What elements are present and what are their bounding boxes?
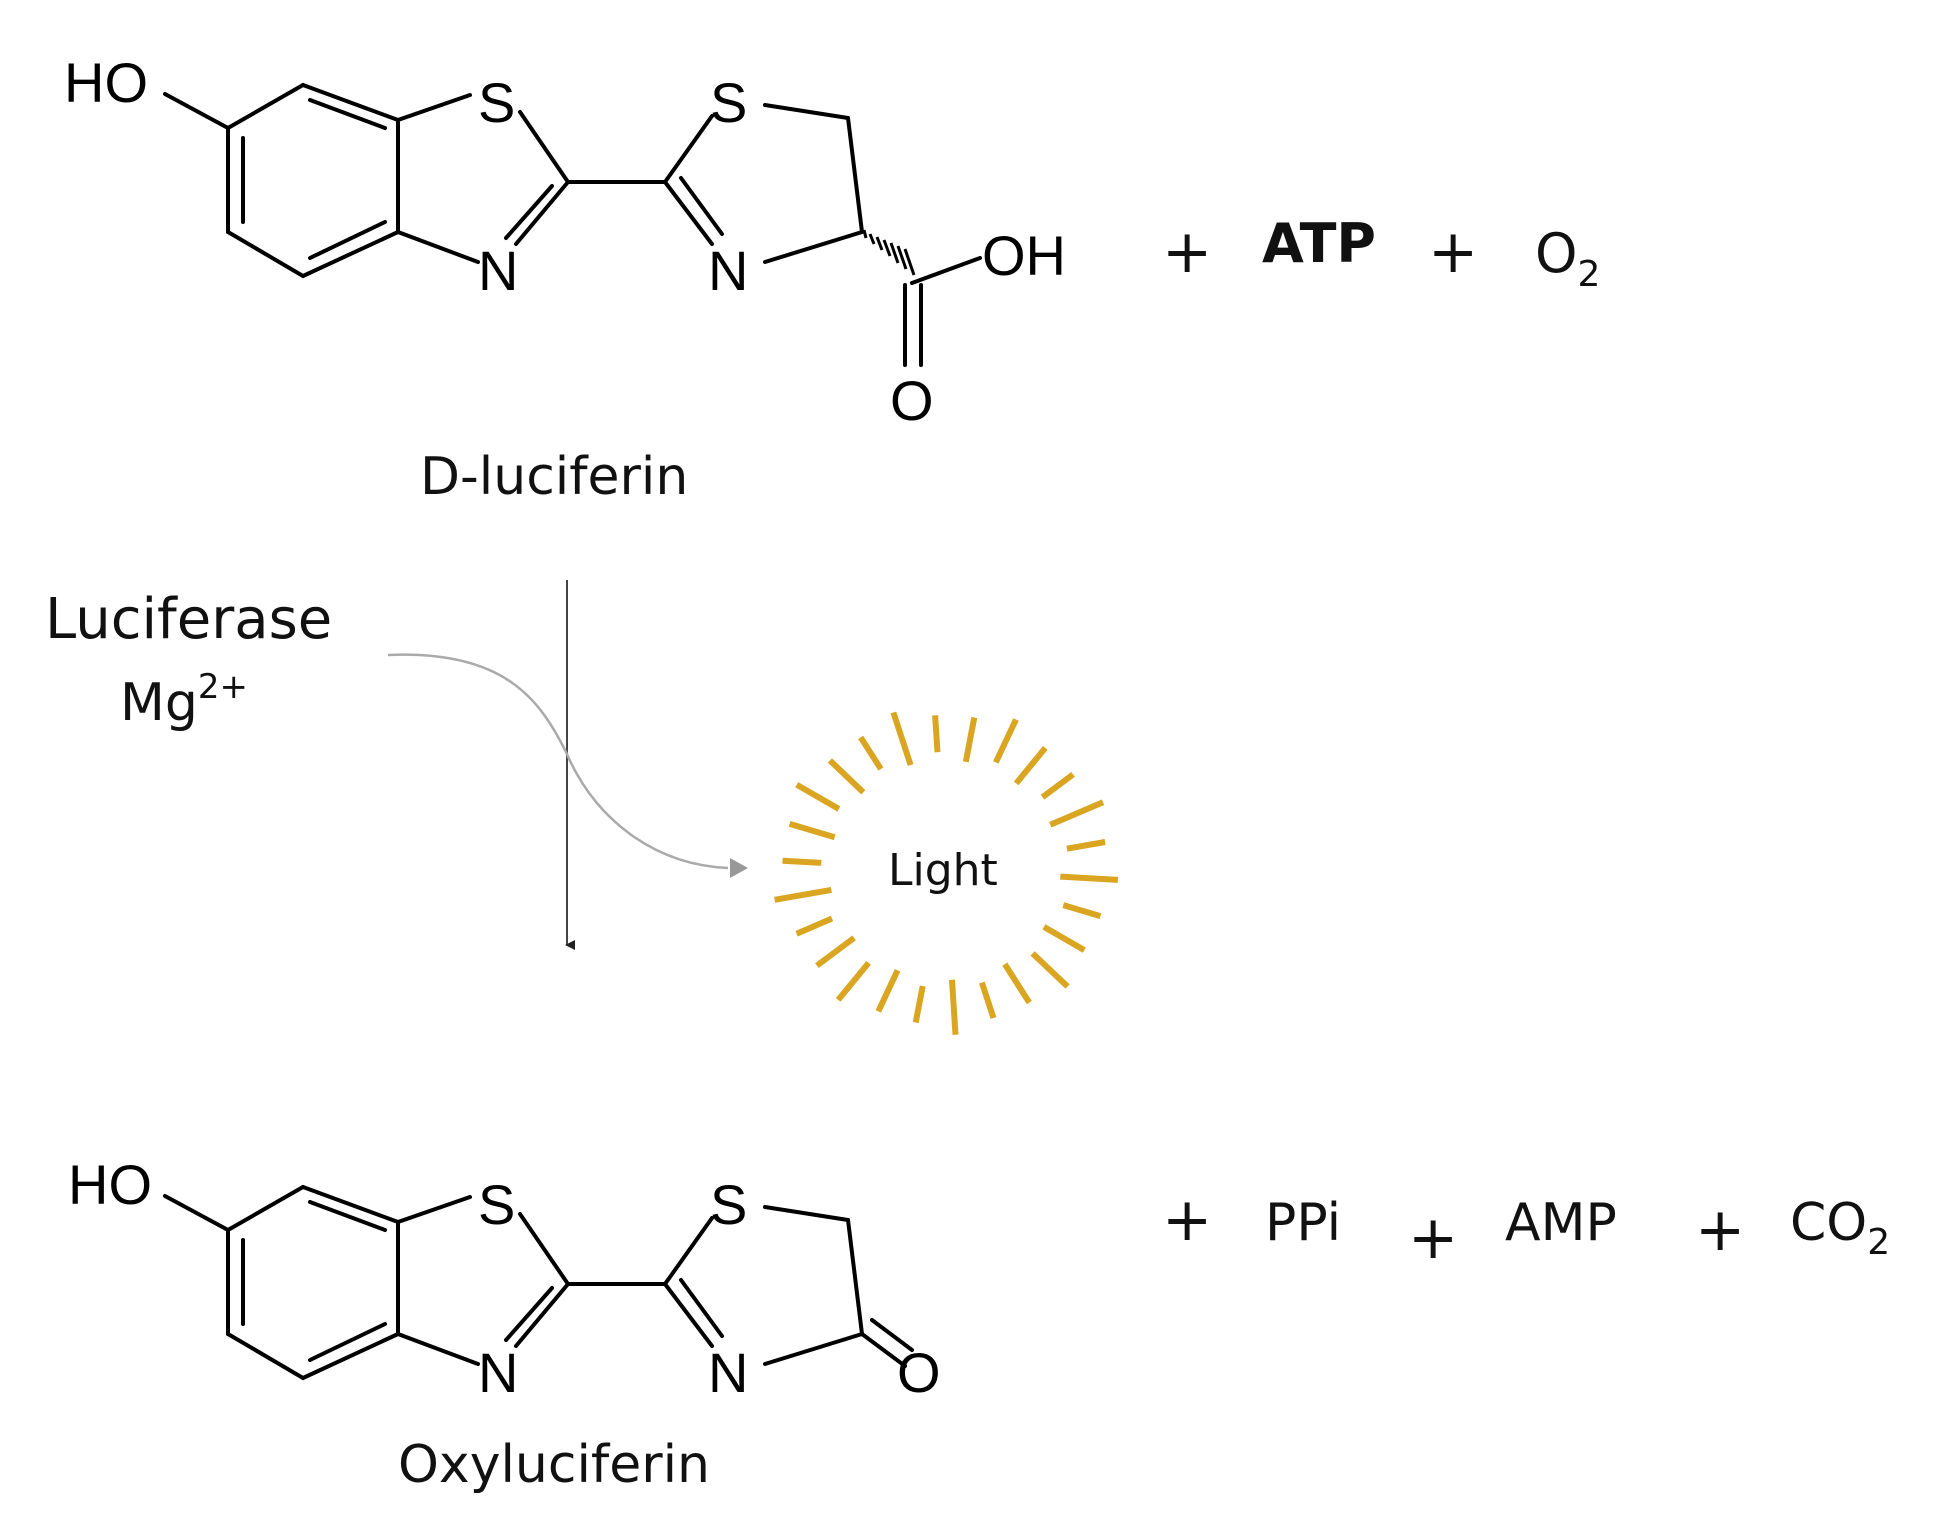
light-ray	[782, 857, 822, 866]
light-ray	[890, 711, 914, 766]
d-luciferin-n1-label: N	[478, 239, 518, 302]
oxy-n1-label: N	[478, 1341, 518, 1404]
benzene-ring	[226, 83, 400, 278]
catalyst-curved-arrowhead	[730, 858, 748, 878]
light-ray	[795, 782, 841, 812]
oxy-thiazole-ring	[396, 1195, 570, 1366]
ho-bond	[163, 92, 230, 130]
light-ray	[1030, 951, 1070, 989]
light-ray	[949, 979, 959, 1035]
product-plus-1: +	[1162, 1185, 1212, 1255]
catalyst-curved-arrow	[387, 653, 729, 870]
d-luciferin-name: D-luciferin	[420, 447, 688, 507]
light-burst-icon	[774, 711, 1119, 1035]
oxy-s1-label: S	[478, 1173, 515, 1236]
light-ray	[795, 915, 834, 937]
oxy-carbonyl-bond-2	[870, 1318, 914, 1352]
light-ray	[1002, 962, 1032, 1005]
oxy-thiazolinone-ring	[663, 1205, 864, 1366]
oxyluciferin-name: Oxyluciferin	[398, 1435, 710, 1495]
light-ray	[1062, 902, 1102, 919]
light-ray	[1042, 924, 1086, 953]
co2-subscript: 2	[1867, 1222, 1890, 1263]
light-ray	[1013, 745, 1048, 786]
light-ray	[788, 821, 836, 841]
light-label: Light	[888, 845, 998, 896]
d-luciferin-ho-label: HO	[64, 51, 148, 114]
light-ray	[858, 735, 884, 771]
atp-label: ATP	[1262, 212, 1376, 275]
light-ray	[827, 758, 866, 795]
oxy-ho-bond	[163, 1194, 230, 1232]
d-luciferin-carbonyl-o-label: O	[890, 369, 934, 432]
d-luciferin-n2-label: N	[708, 239, 748, 302]
light-ray	[815, 935, 856, 969]
oxygen-subscript: 2	[1578, 254, 1601, 295]
light-ray	[932, 715, 941, 753]
d-luciferin-s1-label: S	[478, 71, 515, 134]
light-ray	[1060, 873, 1119, 883]
mg-cofactor-label: Mg2+	[120, 667, 248, 733]
oxy-carbonyl-bond-1	[860, 1332, 907, 1368]
co2-label: CO2	[1790, 1193, 1890, 1263]
thiazoline-ring	[663, 103, 864, 264]
light-ray	[835, 960, 871, 1002]
thiazole-ring	[396, 93, 570, 264]
carboxyl-c-oh-bond	[910, 256, 982, 285]
oxy-n2-label: N	[708, 1341, 748, 1404]
oxy-ho-label: HO	[68, 1153, 152, 1216]
reactant-plus-1: +	[1162, 217, 1212, 287]
oxy-s2-label: S	[710, 1173, 747, 1236]
light-ray	[1040, 771, 1075, 800]
d-luciferin-oh-label: OH	[982, 224, 1066, 287]
d-luciferin-s2-label: S	[710, 71, 747, 134]
product-plus-2: +	[1408, 1203, 1458, 1273]
light-ray	[962, 716, 978, 763]
oxygen-label: O2	[1535, 222, 1600, 295]
reactant-plus-2: +	[1428, 217, 1478, 287]
light-ray	[1049, 799, 1105, 828]
product-plus-3: +	[1695, 1195, 1745, 1265]
luciferase-label: Luciferase	[45, 587, 332, 652]
ppi-label: PPi	[1265, 1193, 1341, 1253]
amp-label: AMP	[1505, 1193, 1617, 1253]
oxy-carbonyl-o-label: O	[897, 1341, 941, 1404]
light-ray	[993, 718, 1019, 764]
light-ray	[774, 886, 832, 903]
light-ray	[979, 981, 997, 1019]
oxy-benzene-ring	[226, 1185, 400, 1380]
oxyluciferin-structure: HO S N S N O	[68, 1153, 941, 1404]
light-ray	[912, 985, 926, 1024]
d-luciferin-structure: HO S N S N OH O	[64, 51, 1066, 432]
mg-superscript: 2+	[198, 667, 248, 707]
light-ray	[1066, 839, 1106, 852]
stereo-hash-wedge	[862, 229, 916, 276]
light-ray	[875, 969, 901, 1013]
